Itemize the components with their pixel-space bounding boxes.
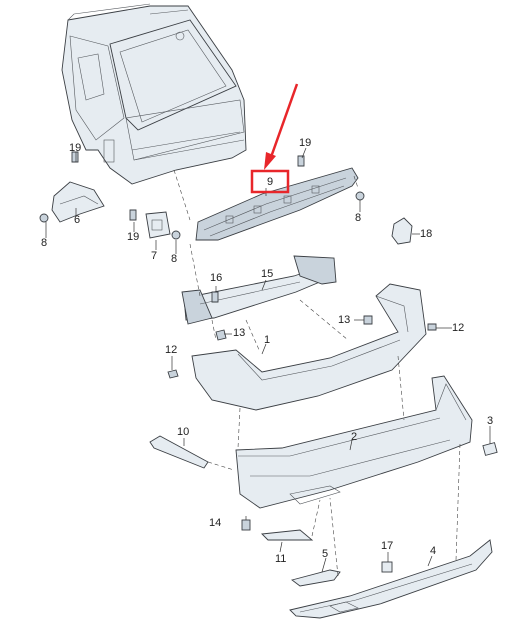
assembly-lines (173, 169, 461, 577)
small-components (39, 151, 498, 587)
highlight-annotation (250, 83, 299, 194)
part-15-impact-bar (181, 255, 337, 325)
callout-part-4: 4 (430, 545, 437, 557)
callout-part-18: 18 (420, 228, 433, 240)
callout-part-5: 5 (322, 548, 329, 560)
callout-part-1: 1 (264, 334, 271, 346)
callout-part-7: 7 (151, 250, 158, 262)
callout-part-19: 19 (127, 231, 140, 243)
callout-part-12: 12 (165, 344, 178, 356)
callout-part-9: 9 (266, 176, 274, 188)
callout-part-19: 19 (299, 137, 312, 149)
part-1-upper-bumper-cover (191, 283, 427, 411)
callout-part-10: 10 (177, 426, 190, 438)
callout-part-12: 12 (452, 322, 465, 334)
part-2-rear-bumper (235, 375, 473, 509)
callout-part-15: 15 (261, 268, 274, 280)
callout-part-16: 16 (210, 272, 223, 284)
callout-part-2: 2 (351, 431, 358, 443)
highlight-arrow-shaft (268, 83, 299, 161)
callout-part-13: 13 (233, 327, 246, 339)
vehicle-body-rear (61, 3, 247, 185)
callout-part-17: 17 (381, 540, 394, 552)
callout-part-19: 19 (69, 142, 82, 154)
callout-part-8: 8 (41, 237, 48, 249)
callout-part-6: 6 (74, 214, 81, 226)
callout-part-3: 3 (487, 415, 494, 427)
part-4-diffuser (289, 539, 493, 619)
callout-part-11: 11 (275, 553, 287, 565)
part-9-bumper-bracket (195, 167, 359, 241)
callout-part-8: 8 (355, 212, 362, 224)
callout-part-8: 8 (171, 253, 178, 265)
callout-part-14: 14 (209, 517, 222, 529)
highlight-box (250, 169, 290, 194)
callout-part-13: 13 (338, 314, 351, 326)
highlight-arrow-head (264, 152, 276, 170)
leader-lines (45, 147, 491, 573)
